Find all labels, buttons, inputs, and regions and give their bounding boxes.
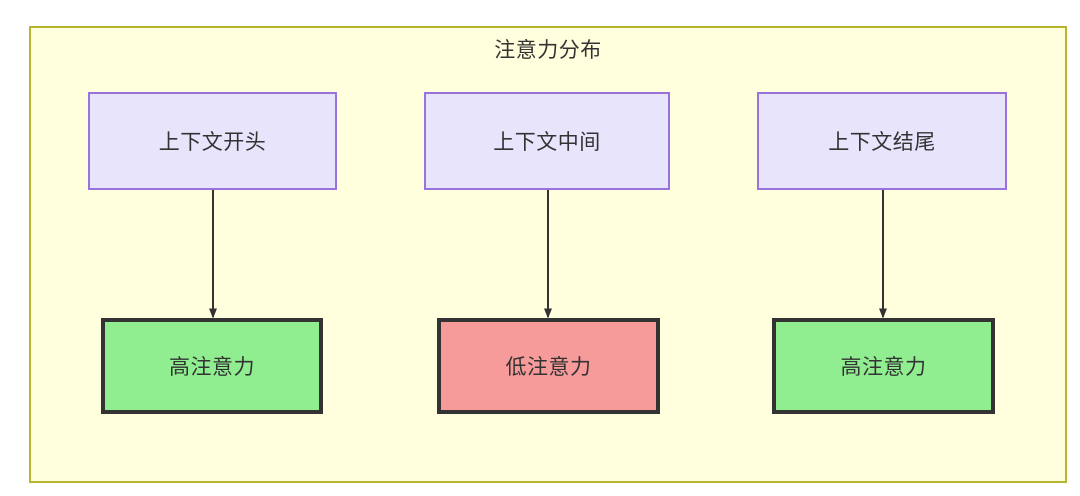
node-low-attention-middle[interactable]: 低注意力 — [437, 318, 660, 414]
node-label: 低注意力 — [505, 355, 592, 379]
node-high-attention-start[interactable]: 高注意力 — [101, 318, 323, 414]
node-label: 上下文中间 — [493, 130, 601, 154]
node-high-attention-end[interactable]: 高注意力 — [772, 318, 995, 414]
node-label: 上下文开头 — [158, 130, 267, 154]
cluster-title: 注意力分布 — [494, 38, 602, 62]
node-context-middle[interactable]: 上下文中间 — [424, 92, 670, 190]
node-label: 上下文结尾 — [828, 130, 936, 154]
node-context-start[interactable]: 上下文开头 — [88, 92, 337, 190]
node-label: 高注意力 — [169, 355, 255, 379]
node-label: 高注意力 — [840, 355, 927, 379]
node-context-end[interactable]: 上下文结尾 — [757, 92, 1007, 190]
